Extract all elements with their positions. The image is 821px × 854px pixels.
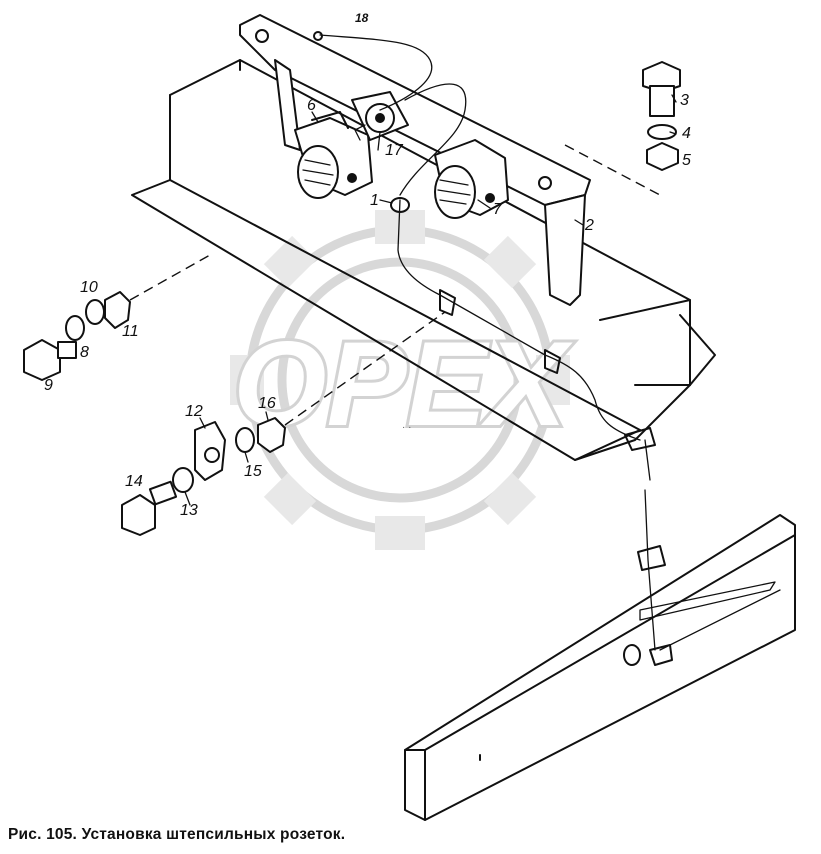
- callout-13: 13: [180, 502, 198, 519]
- socket-7: [434, 139, 509, 219]
- callout-3: 3: [680, 92, 689, 109]
- callout-4: 4: [682, 125, 691, 142]
- socket-6: [294, 111, 373, 199]
- callout-1: 1: [370, 192, 379, 209]
- callout-2: 2: [584, 217, 594, 234]
- callout-17: 17: [385, 142, 404, 159]
- callout-16: 16: [258, 395, 276, 412]
- wiring-harness: [313, 31, 781, 666]
- callout-15: 15: [244, 463, 262, 480]
- callout-9: 9: [44, 377, 53, 394]
- fastener-set-left: [23, 254, 446, 536]
- fastener-set-right: [564, 61, 681, 196]
- main-channel-beam: [131, 59, 716, 461]
- callout-8: 8: [80, 344, 89, 361]
- callout-labels: 1 2 3 4 5 6 7 8 9 10 11 12 13 14 15 16 1…: [44, 11, 691, 519]
- callout-18: 18: [355, 11, 369, 25]
- callout-14: 14: [125, 473, 143, 490]
- callout-5: 5: [682, 152, 691, 169]
- callout-6: 6: [307, 97, 316, 114]
- callout-12: 12: [185, 403, 203, 420]
- leader-lines: [184, 94, 677, 506]
- lower-channel: [404, 514, 796, 821]
- callout-7: 7: [493, 201, 503, 218]
- figure-caption: Рис. 105. Установка штепсильных розеток.: [8, 826, 346, 843]
- watermark-logo: OPEX: [230, 210, 577, 550]
- dot-mark: · ·: [402, 422, 411, 433]
- callout-10: 10: [80, 279, 98, 296]
- callout-11: 11: [122, 323, 139, 340]
